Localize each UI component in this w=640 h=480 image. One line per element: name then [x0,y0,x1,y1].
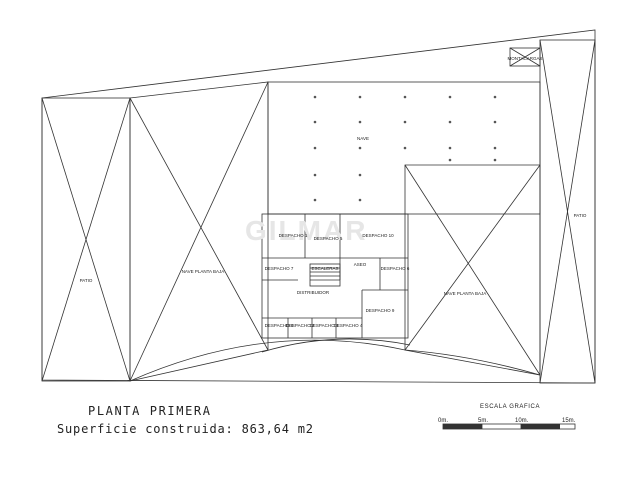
watermark: GILMAR [245,215,367,246]
room-nave: NAVE [357,136,369,141]
room-despacho-6: DESPACHO 6 [381,266,410,271]
built-area: Superficie construida: 863,64 m2 [57,422,314,436]
room-nave-baja-left: NAVE PLANTA BAJA [182,269,225,274]
room-patio-left: PATIO [80,278,93,283]
room-despacho-3: DESPACHO 3 [310,323,339,328]
scale-label: ESCALA GRAFICA [480,404,541,410]
montacargas-outline [509,47,541,67]
scale-tick-10: 10m. [515,418,529,424]
room-despacho-7: DESPACHO 7 [265,266,294,271]
scale-tick-0: 0m. [438,418,449,424]
room-despacho-2: DESPACHO 2 [286,323,315,328]
plan-title: PLANTA PRIMERA [88,404,212,418]
room-distribuidor: DISTRIBUIDOR [297,290,330,295]
room-despacho-10: DESPACHO 10 [362,233,394,238]
room-aseo: ASEO [354,262,367,267]
room-despacho-9: DESPACHO 9 [366,308,395,313]
room-nave-baja-right: NAVE PLANTA BAJA [444,291,487,296]
room-despacho-4: DESPACHO 4 [334,323,363,328]
room-despacho-8: DESPACHO 8 [265,323,294,328]
scale-tick-5: 5m. [478,418,489,424]
patio-right-outline [539,39,596,384]
room-montacargas: MONTACARGAS [508,56,543,61]
stairs-outline [309,263,341,287]
room-patio-right: PATIO [574,213,587,218]
scale-tick-15: 15m. [562,418,576,424]
room-despacho-5: DESPACHO 5 [314,236,343,241]
room-despacho-1: DESPACHO 1 [279,233,308,238]
room-escaleras: ESCALERAS [311,266,338,271]
offices-outline [261,213,409,339]
building-outline [41,29,596,384]
